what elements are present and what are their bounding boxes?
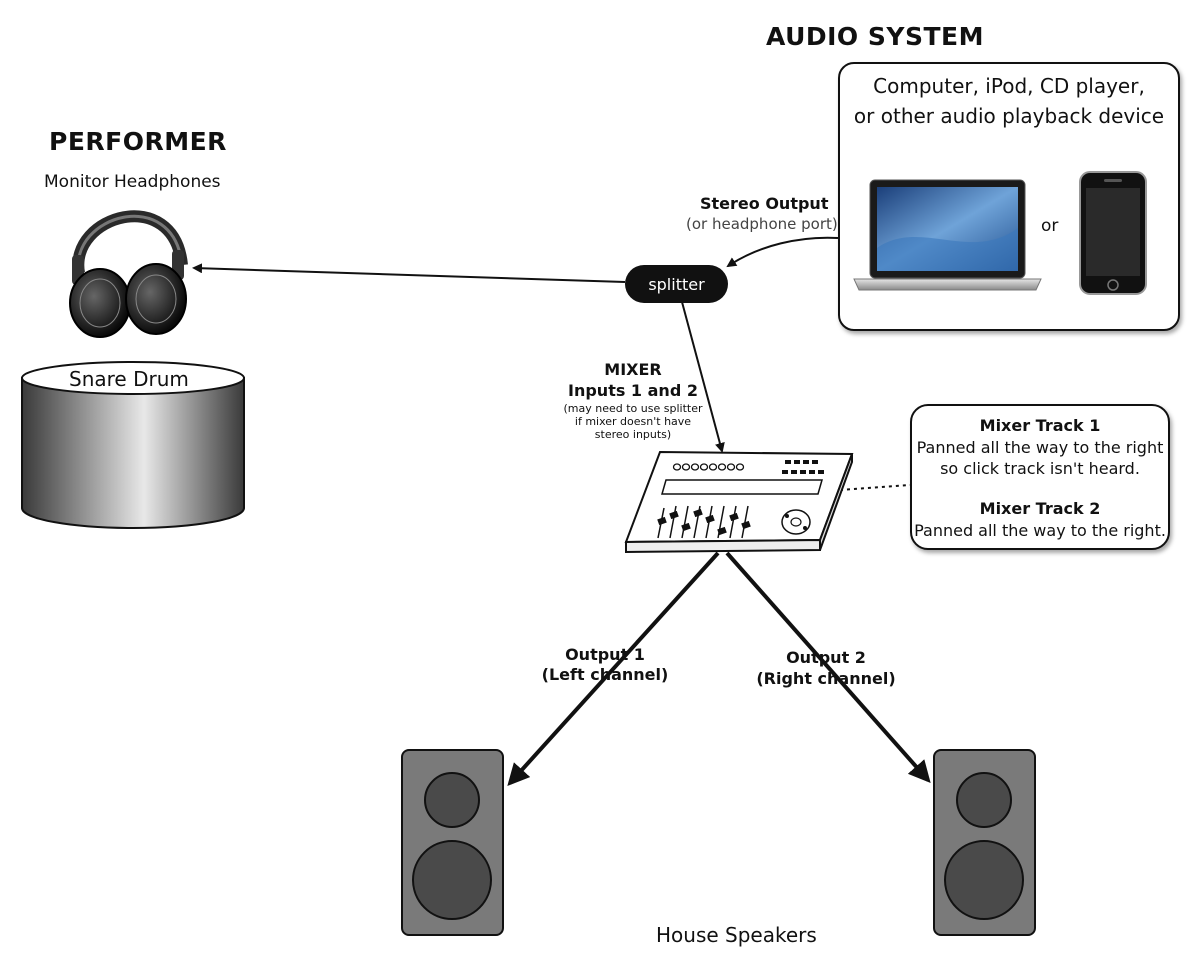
mixer-to-right-speaker-line [725, 551, 931, 783]
track1-line1: Panned all the way to the right [916, 438, 1164, 457]
performer-heading: PERFORMER [49, 127, 227, 156]
mixer-icon [624, 450, 854, 554]
headphones-icon [69, 210, 188, 338]
mixer-note-line2: if mixer doesn't have [574, 415, 692, 428]
track2-line1: Panned all the way to the right. [914, 521, 1166, 540]
track1-title: Mixer Track 1 [979, 416, 1101, 435]
playback-device-box: Computer, iPod, CD player, or other audi… [838, 62, 1180, 331]
ipod-icon [1079, 171, 1147, 295]
laptop-icon [853, 179, 1042, 291]
left-speaker-icon [401, 749, 504, 936]
splitter-to-mixer-line [681, 301, 725, 453]
output1-title: Output 1 [565, 645, 645, 664]
track2-title: Mixer Track 2 [979, 499, 1101, 518]
stereo-output-title: Stereo Output [700, 194, 829, 213]
device-title-line2: or other audio playback device [853, 104, 1165, 128]
output2-title: Output 2 [786, 648, 866, 667]
mixer-to-left-speaker-line [507, 551, 720, 786]
or-label: or [1041, 216, 1059, 236]
right-speaker-icon [933, 749, 1036, 936]
mixer-title: MIXER [604, 360, 662, 379]
house-speakers-label: House Speakers [656, 923, 817, 947]
mixer-note-line1: (may need to use splitter [563, 402, 703, 415]
snare-drum-label: Snare Drum [69, 367, 189, 391]
snare-drum-icon [21, 361, 245, 529]
output1-channel: (Left channel) [541, 665, 669, 684]
headphones-label: Monitor Headphones [44, 172, 221, 192]
mixer-inputs-label: Inputs 1 and 2 [568, 381, 698, 400]
stereo-output-subtitle: (or headphone port) [686, 215, 838, 233]
mixer-to-tracks-dotted-line [839, 484, 911, 491]
splitter-node: splitter [625, 265, 728, 303]
audio-system-heading: AUDIO SYSTEM [766, 22, 985, 51]
device-title-line1: Computer, iPod, CD player, [873, 74, 1145, 98]
splitter-to-headphones-line [192, 263, 626, 283]
output2-channel: (Right channel) [756, 669, 896, 688]
mixer-note-line3: stereo inputs) [594, 428, 672, 441]
track1-line2: so click track isn't heard. [940, 459, 1140, 478]
mixer-tracks-callout: Mixer Track 1 Panned all the way to the … [910, 404, 1170, 550]
mixer-note: (may need to use splitter if mixer doesn… [550, 402, 716, 441]
device-to-splitter-line [726, 236, 839, 268]
